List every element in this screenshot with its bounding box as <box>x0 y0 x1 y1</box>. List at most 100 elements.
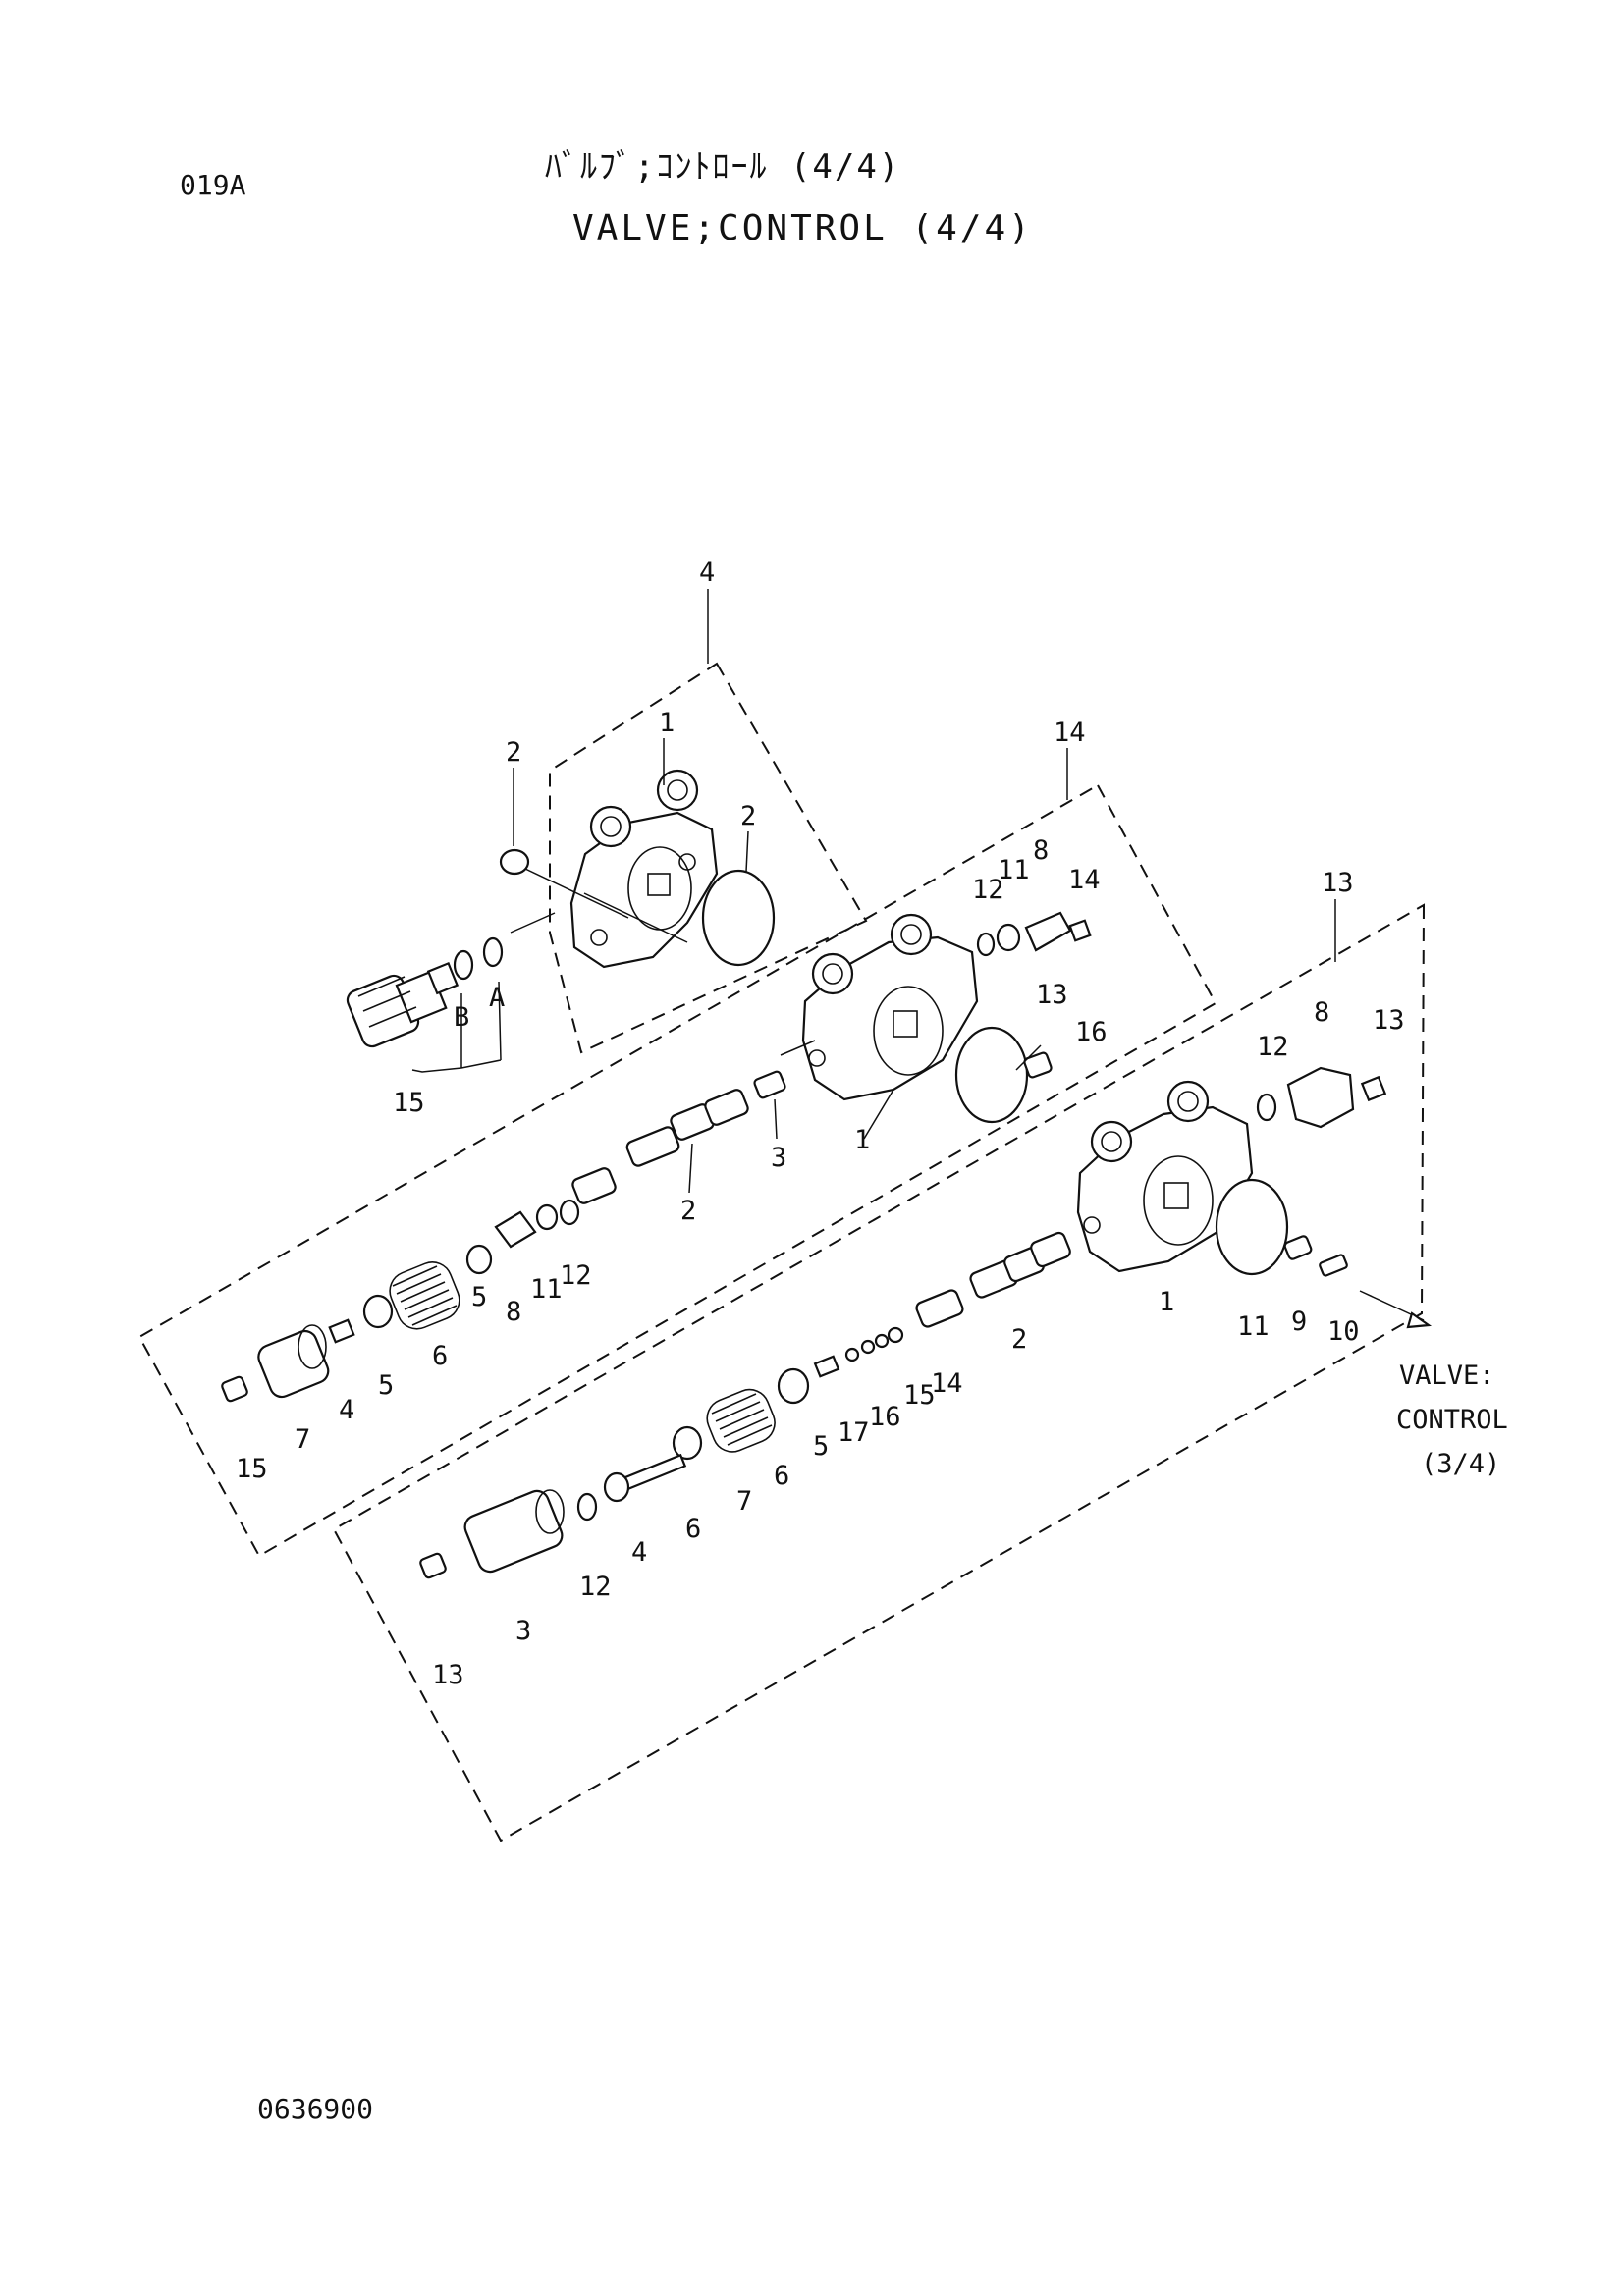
oring-g2b-12 <box>559 1199 580 1226</box>
label-g3-12: 12 <box>1257 1032 1289 1062</box>
part-g3-10 <box>1319 1254 1348 1277</box>
bolt-g3b-13 <box>419 1552 447 1579</box>
label-g3b-13: 13 <box>432 1660 464 1690</box>
label-g3-16: 16 <box>869 1402 901 1432</box>
label-assembly-4: 4 <box>699 558 715 588</box>
label-g3-7: 7 <box>736 1486 752 1517</box>
label-g1-body: 1 <box>659 708 675 738</box>
label-g3-8: 8 <box>1314 997 1329 1028</box>
assembly-boundary-14 <box>137 783 1217 1558</box>
spool-g3 <box>915 1231 1071 1328</box>
ring-g2b-11 <box>535 1203 559 1231</box>
label-g1-oring: 2 <box>740 801 756 831</box>
seat-g2-5 <box>362 1294 394 1329</box>
label-g2-15: 15 <box>236 1454 268 1484</box>
bolt-g2-14 <box>1068 919 1092 942</box>
cover-g2b-8 <box>494 1210 537 1249</box>
label-g3-4: 4 <box>631 1537 647 1568</box>
oring-g3-11 <box>1215 1178 1289 1276</box>
oring-b <box>453 949 474 981</box>
bolt-g3-13 <box>1360 1075 1387 1102</box>
spring-g3-7 <box>706 1388 776 1453</box>
title-japanese: ﾊﾞﾙﾌﾞ;ｺﾝﾄﾛｰﾙ (4/4) <box>545 147 901 187</box>
label-g2b-12: 12 <box>560 1260 592 1291</box>
oring-a <box>482 936 504 968</box>
label-g1-nut: 2 <box>506 737 521 768</box>
bolt-g2-15 <box>221 1375 248 1403</box>
part-g3-9 <box>1283 1235 1313 1260</box>
document-number: 0636900 <box>257 2093 374 2125</box>
label-g2-6: 6 <box>432 1341 448 1371</box>
label-g2-3: 3 <box>771 1143 786 1173</box>
label-g3-17: 17 <box>838 1417 870 1448</box>
reference-line2: CONTROL <box>1396 1405 1508 1435</box>
label-g2b-8: 8 <box>506 1297 521 1327</box>
relief-valve-cartridge <box>346 961 460 1048</box>
label-g2-5a: 5 <box>471 1282 487 1312</box>
cap-g3-3 <box>463 1489 565 1574</box>
label-g2-2: 2 <box>680 1196 696 1226</box>
label-g2b-11: 11 <box>530 1274 563 1305</box>
washer-g2-4 <box>328 1318 355 1344</box>
label-g2-8: 8 <box>1033 835 1049 866</box>
label-g3-1: 1 <box>1159 1287 1174 1317</box>
label-g3-2: 2 <box>1011 1324 1027 1355</box>
label-g2-11: 11 <box>998 855 1030 885</box>
label-g3-5: 5 <box>813 1431 829 1462</box>
spool-g2 <box>571 1089 749 1204</box>
part-g3-15 <box>874 1333 890 1349</box>
oring-g3b-12 <box>576 1492 598 1522</box>
callout-labels: 4 1 2 2 15 B A 14 12 11 8 14 13 16 1 3 2… <box>236 558 1508 1690</box>
label-g3-3: 3 <box>515 1616 531 1646</box>
leader <box>510 912 556 934</box>
part-g3-14 <box>887 1326 904 1344</box>
oring-g2-13 <box>954 1026 1029 1124</box>
ring-g2-11 <box>996 923 1021 952</box>
cap-g2-7 <box>257 1324 330 1399</box>
label-assembly-14: 14 <box>1054 718 1086 748</box>
label-g2-14: 14 <box>1068 865 1101 895</box>
part-g3-17 <box>844 1347 860 1362</box>
page-code: 019A <box>180 169 246 201</box>
reference-line1: VALVE: <box>1399 1361 1495 1391</box>
label-relief: 15 <box>393 1088 425 1118</box>
valve-body-g2 <box>801 913 979 1101</box>
label-g3-13: 13 <box>1373 1005 1405 1036</box>
label-g3-15: 15 <box>903 1380 936 1411</box>
cover-g2-8 <box>1024 911 1072 952</box>
valve-body-g1 <box>569 769 719 969</box>
label-g3-6a: 6 <box>774 1461 789 1491</box>
part-g3-5 <box>813 1355 840 1378</box>
seat-g3-6 <box>777 1367 810 1405</box>
cover-g3-8 <box>1286 1066 1355 1129</box>
label-g3-11: 11 <box>1237 1311 1270 1342</box>
oring-g3-12 <box>1256 1093 1277 1122</box>
label-g2-7: 7 <box>295 1424 310 1455</box>
label-g3-6b: 6 <box>685 1514 701 1544</box>
fitting-g2-3 <box>753 1070 786 1099</box>
label-g2-16: 16 <box>1075 1017 1108 1047</box>
label-g3b-12: 12 <box>579 1572 612 1602</box>
rod-g3-4 <box>603 1453 687 1503</box>
retainer-g2-5 <box>465 1244 493 1275</box>
oring-g2-12 <box>976 932 996 957</box>
plug-g2-16 <box>1023 1051 1053 1079</box>
assembly-boundary-4 <box>549 662 868 1054</box>
label-g3-14: 14 <box>931 1368 963 1399</box>
label-ring-b: B <box>454 1002 469 1033</box>
label-g2-1: 1 <box>854 1125 870 1155</box>
reference-line3: (3/4) <box>1421 1449 1500 1479</box>
label-g2-4: 4 <box>339 1395 354 1425</box>
label-g2-12: 12 <box>972 875 1004 905</box>
part-g3-16 <box>860 1339 876 1355</box>
page-title: VALVE;CONTROL (4/4) <box>572 208 1033 248</box>
label-g3-10: 10 <box>1327 1316 1360 1347</box>
label-ring-a: A <box>489 983 505 1013</box>
leader <box>583 892 688 943</box>
leader <box>524 868 629 919</box>
label-g3-9: 9 <box>1291 1307 1307 1337</box>
label-g2-5b: 5 <box>378 1370 394 1401</box>
nut-g1 <box>499 848 530 876</box>
retainer-g3-6 <box>672 1425 703 1461</box>
